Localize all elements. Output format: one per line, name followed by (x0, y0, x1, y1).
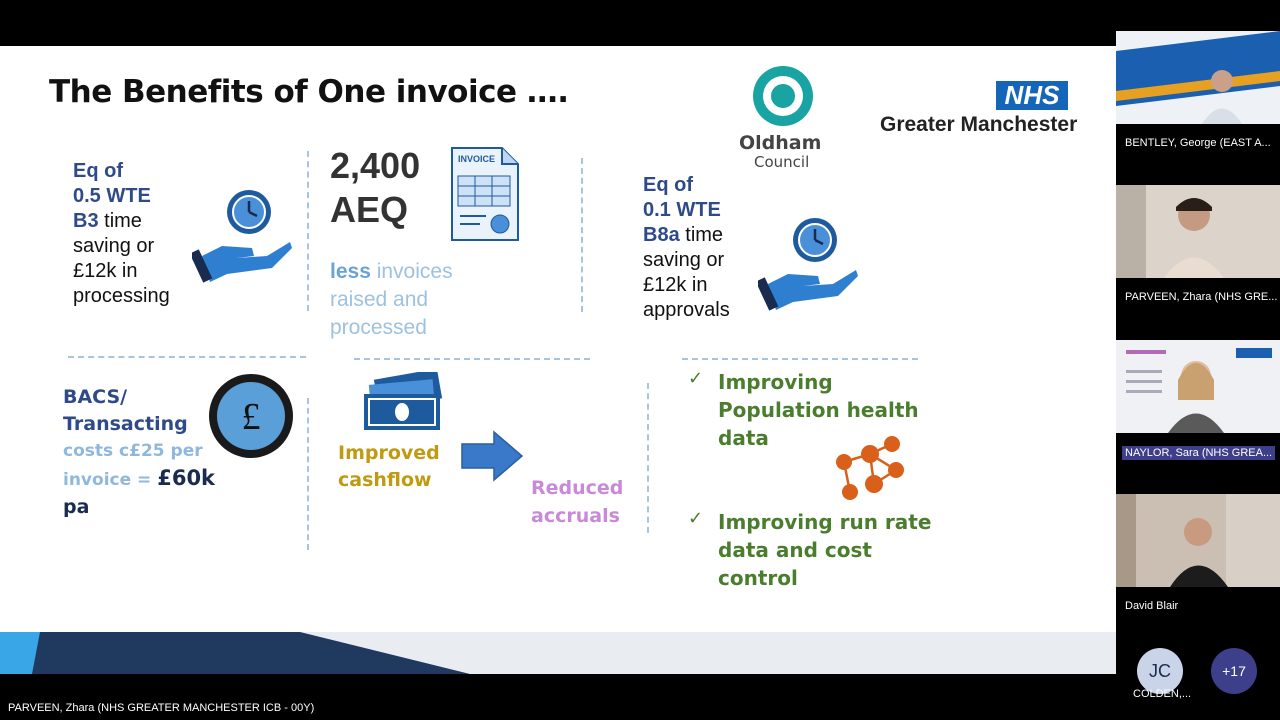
improving-population-health: Improving Population health data (718, 370, 919, 450)
divider (647, 383, 649, 533)
video-tile-blair[interactable] (1116, 494, 1280, 587)
oldham-label: Oldham (739, 132, 822, 154)
aeq-figure: 2,400 AEQ (330, 145, 421, 230)
video-feed (1116, 31, 1280, 124)
divider (354, 358, 590, 360)
video-feed (1116, 340, 1280, 433)
participant-avatar-jc[interactable]: JC (1137, 648, 1183, 694)
participant-name: BENTLEY, George (EAST A... (1125, 137, 1271, 149)
participant-name-highlighted: NAYLOR, Sara (NHS GREA... (1122, 446, 1276, 460)
participant-name: PARVEEN, Zhara (NHS GRE... (1125, 291, 1278, 303)
arrow-right-icon (461, 430, 524, 482)
video-tile-bentley[interactable] (1116, 31, 1280, 124)
less-invoices-text: less invoices raised and processed (330, 260, 453, 339)
network-people-icon (836, 436, 904, 500)
video-feed (1116, 494, 1280, 587)
pound-symbol: £ (242, 396, 261, 438)
improving-run-rate: Improving run rate data and cost control (718, 510, 932, 590)
benefit-wte-b3: Eq of 0.5 WTE B3 time saving or £12k in … (73, 160, 170, 307)
divider (682, 358, 918, 360)
bacs-costs: BACS/ Transacting costs c£25 per invoice… (63, 386, 216, 518)
divider (581, 158, 583, 312)
divider (68, 356, 306, 358)
presenter-name: PARVEEN, Zhara (NHS GREATER MANCHESTER I… (8, 702, 315, 714)
slide-title: The Benefits of One invoice …. (49, 74, 569, 110)
video-tile-naylor[interactable] (1116, 340, 1280, 433)
invoice-icon: INVOICE (451, 147, 519, 241)
participant-name: COLDEN,... (1133, 688, 1192, 700)
pound-coin-icon: £ (209, 374, 293, 458)
more-participants-button[interactable]: +17 (1211, 648, 1257, 694)
benefit-wte-b8a: Eq of 0.1 WTE B8a time saving or £12k in… (643, 174, 730, 321)
council-label: Council (754, 153, 810, 171)
greater-manchester-label: Greater Manchester (880, 113, 1078, 136)
cash-icon (364, 372, 443, 430)
divider (307, 151, 309, 311)
shared-slide: The Benefits of One invoice …. Oldham Co… (0, 46, 1116, 674)
oldham-logo-icon (753, 66, 813, 126)
reduced-accruals: Reduced accruals (531, 477, 624, 527)
clock-hand-icon (758, 218, 858, 311)
improved-cashflow: Improved cashflow (338, 442, 440, 491)
participant-name: David Blair (1125, 600, 1179, 612)
check-icon: ✓ (688, 368, 704, 389)
clock-hand-icon (192, 190, 292, 283)
check-icon: ✓ (688, 508, 704, 529)
video-tile-parveen[interactable] (1116, 185, 1280, 278)
divider (307, 398, 309, 550)
video-feed (1116, 185, 1280, 278)
invoice-icon-label: INVOICE (458, 154, 495, 164)
nhs-logo: NHS (996, 81, 1068, 110)
slide-footer-band (0, 632, 1116, 674)
